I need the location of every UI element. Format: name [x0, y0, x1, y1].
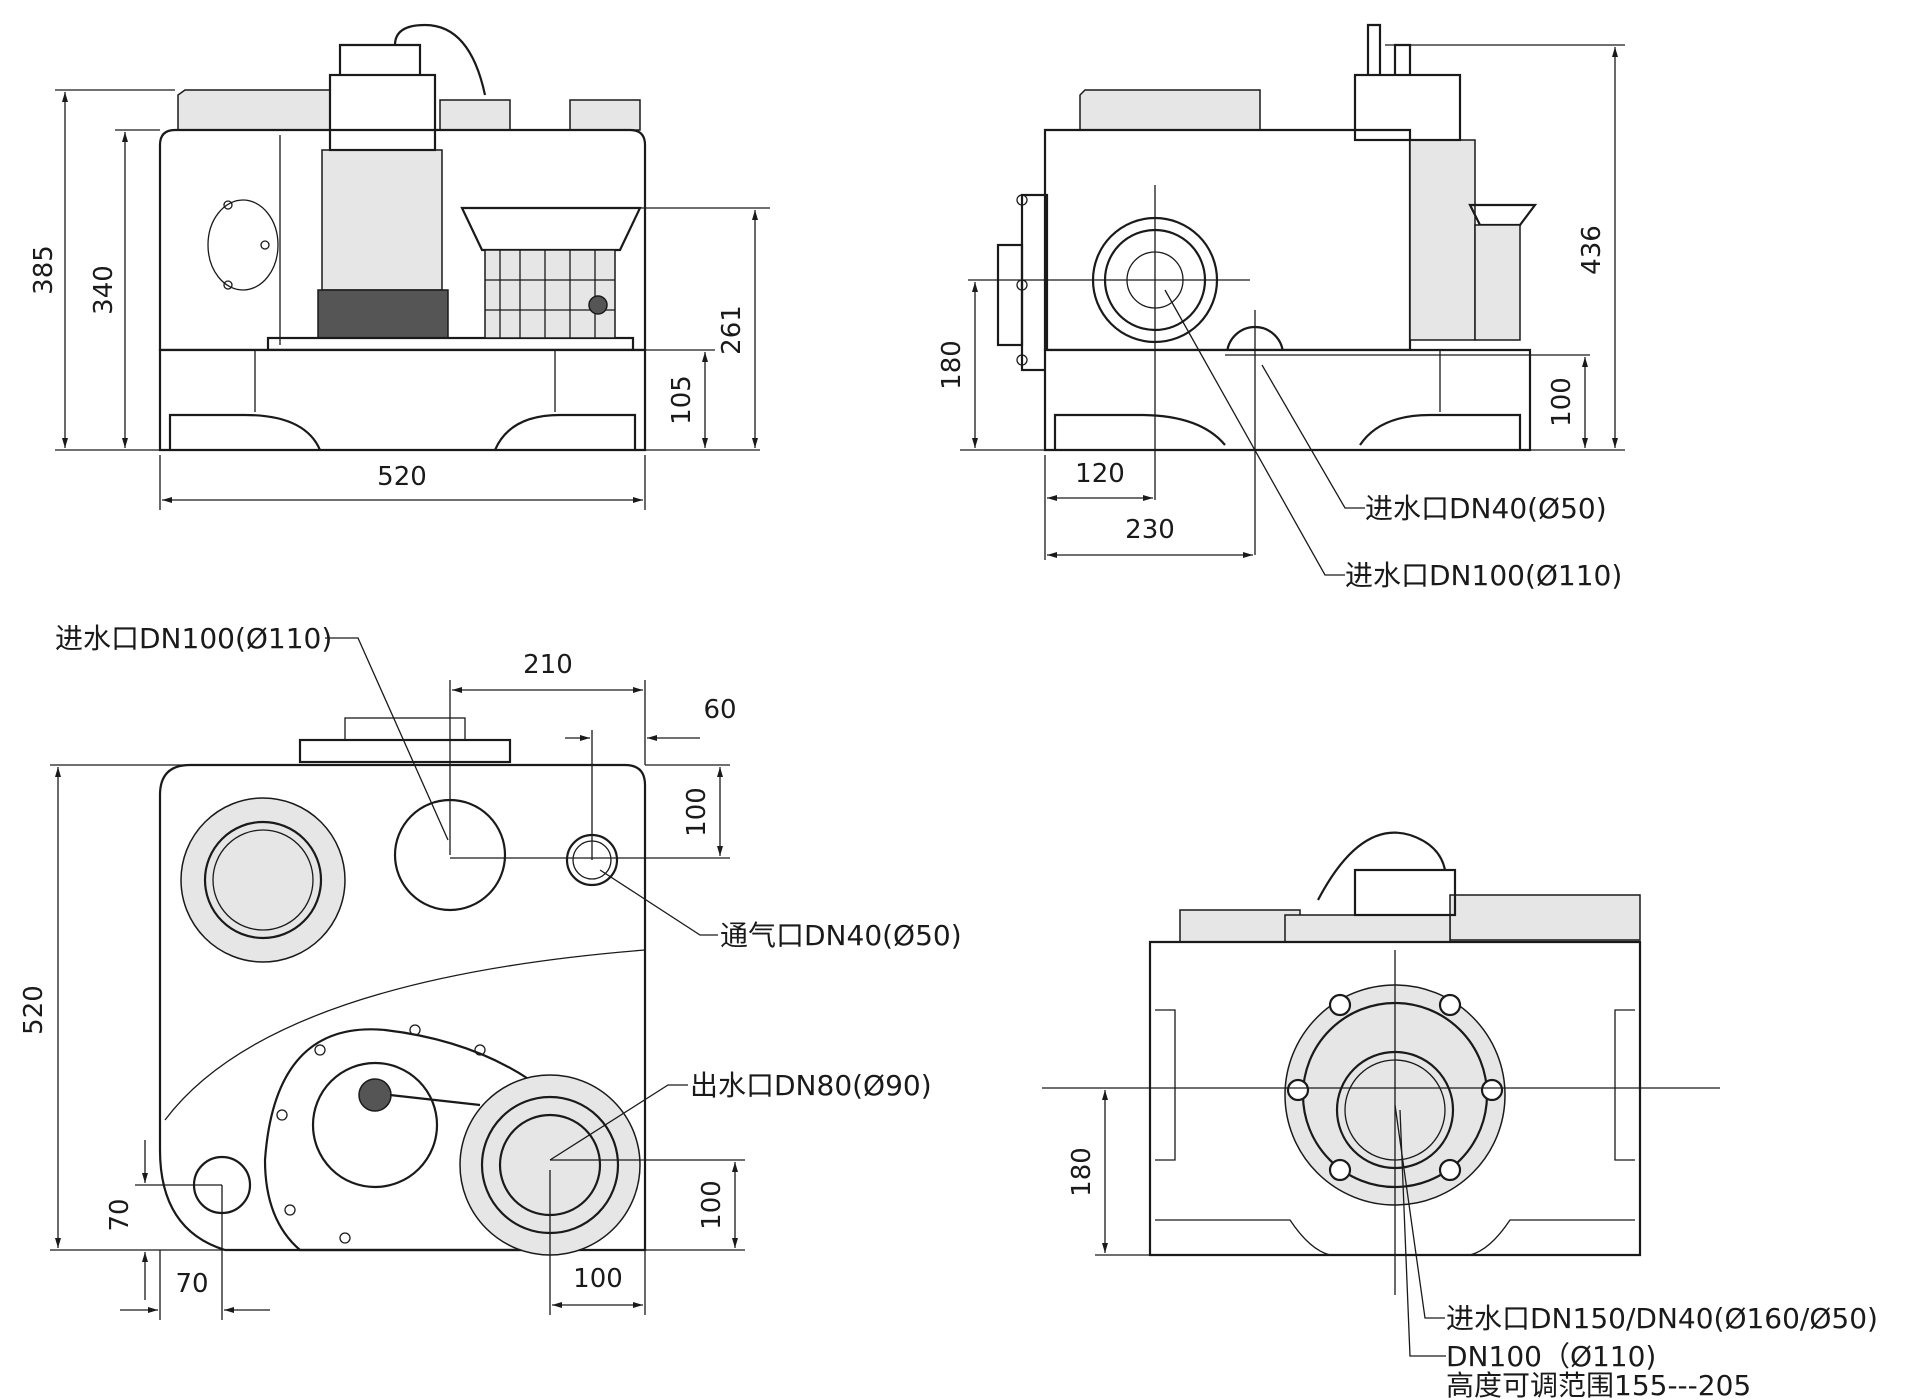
dim-520-width: 520: [377, 462, 427, 492]
front-pump-motor: [321, 149, 443, 291]
front-pump-head: [328, 73, 437, 152]
front-pump-base: [317, 289, 449, 339]
side-lid: [1079, 89, 1261, 131]
rear-cap-left: [1179, 909, 1301, 943]
side-base-foot-left: [1053, 413, 1226, 450]
top-view: 210 60 100 520 70 70 100 10: [19, 622, 962, 1320]
rear-view: 180 进水口DN150/DN40(Ø160/Ø50) DN100（Ø110) …: [1042, 831, 1878, 1400]
side-cage-top: [1468, 203, 1538, 227]
side-base-foot-right: [1359, 413, 1522, 450]
label-rear-height-range: 高度可调范围155---205: [1446, 1369, 1751, 1400]
side-flange-plate: [996, 243, 1024, 347]
rear-pump-head: [1353, 868, 1457, 917]
dim-70-vertical: 70: [105, 1198, 135, 1231]
top-pump-plate: [263, 1028, 532, 1252]
label-side-inlet-dn100: 进水口DN100(Ø110): [1345, 559, 1622, 592]
side-view: 180 100 436 120 230 进水口DN40(Ø50) 进水口DN10…: [937, 23, 1625, 592]
dim-520-height: 520: [19, 985, 49, 1035]
dim-100-top: 100: [682, 787, 712, 837]
top-inlet-main: [203, 820, 323, 940]
label-rear-inlet-dn150: 进水口DN150/DN40(Ø160/Ø50): [1446, 1302, 1878, 1335]
front-pump-cable: [393, 23, 487, 96]
dim-100-bottom: 100: [573, 1264, 623, 1294]
side-cage: [1474, 224, 1521, 341]
dim-261: 261: [717, 305, 747, 355]
rear-cap-mid: [1284, 914, 1451, 944]
dim-120: 120: [1075, 459, 1125, 489]
front-base-foot-right: [493, 413, 637, 451]
front-bolt: [223, 200, 233, 210]
side-pump-motor: [1409, 139, 1476, 341]
dim-436: 436: [1577, 225, 1607, 275]
label-top-outlet-dn80: 出水口DN80(Ø90): [690, 1069, 932, 1102]
front-flange: [207, 199, 279, 291]
front-lid-left: [177, 89, 331, 131]
dim-105: 105: [667, 375, 697, 425]
front-cage-knob: [588, 295, 608, 315]
rear-pump-cable: [1317, 831, 1447, 901]
dim-180-side: 180: [937, 340, 967, 390]
label-side-inlet-dn40: 进水口DN40(Ø50): [1365, 492, 1607, 525]
dim-100-right: 100: [697, 1180, 727, 1230]
dim-230: 230: [1125, 515, 1175, 545]
front-bolt: [223, 280, 233, 290]
front-base: [158, 348, 647, 452]
front-bolt: [260, 240, 270, 250]
front-cage: [484, 249, 616, 339]
front-base-foot-left: [168, 413, 322, 451]
top-pump-cable: [389, 1093, 481, 1107]
side-pump-head: [1353, 73, 1462, 142]
dim-60: 60: [703, 695, 736, 725]
front-cap-mid: [439, 99, 511, 131]
dim-100-side: 100: [1547, 377, 1577, 427]
label-top-inlet-dn100: 进水口DN100(Ø110): [55, 622, 332, 655]
side-base: [1043, 348, 1532, 452]
dim-340: 340: [89, 265, 119, 315]
side-pump-handle: [1366, 23, 1382, 75]
label-top-vent-dn40: 通气口DN40(Ø50): [720, 919, 962, 952]
rear-lid: [1449, 894, 1641, 941]
top-pump-motor: [311, 1061, 439, 1189]
top-mount-block: [344, 717, 466, 741]
label-rear-inlet-dn100: DN100（Ø110): [1446, 1340, 1656, 1373]
front-cap-right: [569, 99, 641, 131]
front-view: 385 340 105 261 520: [29, 23, 770, 510]
side-tank-body: [1043, 128, 1412, 352]
dim-210: 210: [523, 650, 573, 680]
dim-180-rear: 180: [1067, 1147, 1097, 1197]
dim-385: 385: [29, 245, 59, 295]
side-pump-cable: [1393, 43, 1412, 75]
front-cage-top: [460, 206, 642, 252]
front-pump-handle: [338, 43, 422, 75]
dim-70-horizontal: 70: [175, 1269, 208, 1299]
